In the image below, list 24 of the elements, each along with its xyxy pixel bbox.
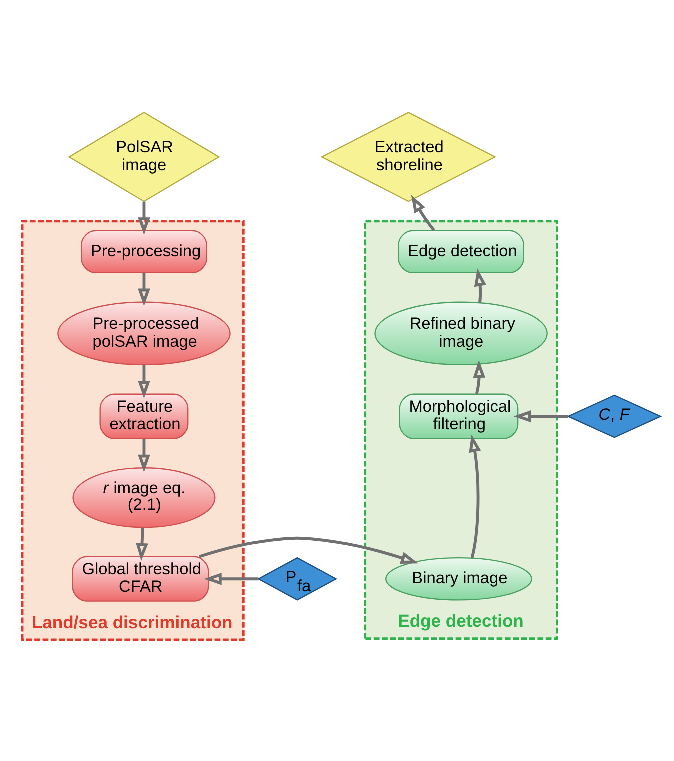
arrow bbox=[198, 536, 419, 564]
arrow bbox=[473, 360, 486, 394]
node-box: Edge detection bbox=[398, 230, 524, 274]
node-box: Feature extraction bbox=[100, 393, 189, 439]
node-box: Pre-processing bbox=[81, 230, 208, 274]
node-ellipse: Refined binary image bbox=[374, 301, 548, 366]
node-diamond: PolSAR image bbox=[68, 112, 220, 202]
arrow bbox=[138, 272, 150, 306]
arrow bbox=[138, 364, 150, 398]
arrow bbox=[138, 438, 150, 472]
node-ellipse: Binary image bbox=[386, 556, 532, 600]
node-diamond: Extracted shoreline bbox=[320, 112, 497, 202]
arrow bbox=[136, 527, 148, 561]
arrow bbox=[138, 201, 150, 235]
arrow bbox=[204, 572, 259, 585]
arrow bbox=[469, 434, 482, 558]
node-ellipse: Pre-processed polSAR image bbox=[58, 301, 231, 366]
arrow bbox=[411, 194, 436, 231]
node-box: Global threshold CFAR bbox=[72, 556, 210, 602]
arrow bbox=[474, 268, 487, 303]
node-diamond: C, F bbox=[566, 394, 662, 438]
node-box: Morphological filtering bbox=[399, 393, 519, 439]
arrow bbox=[514, 410, 568, 422]
node-ellipse: r image eq. (2.1) bbox=[72, 467, 216, 528]
